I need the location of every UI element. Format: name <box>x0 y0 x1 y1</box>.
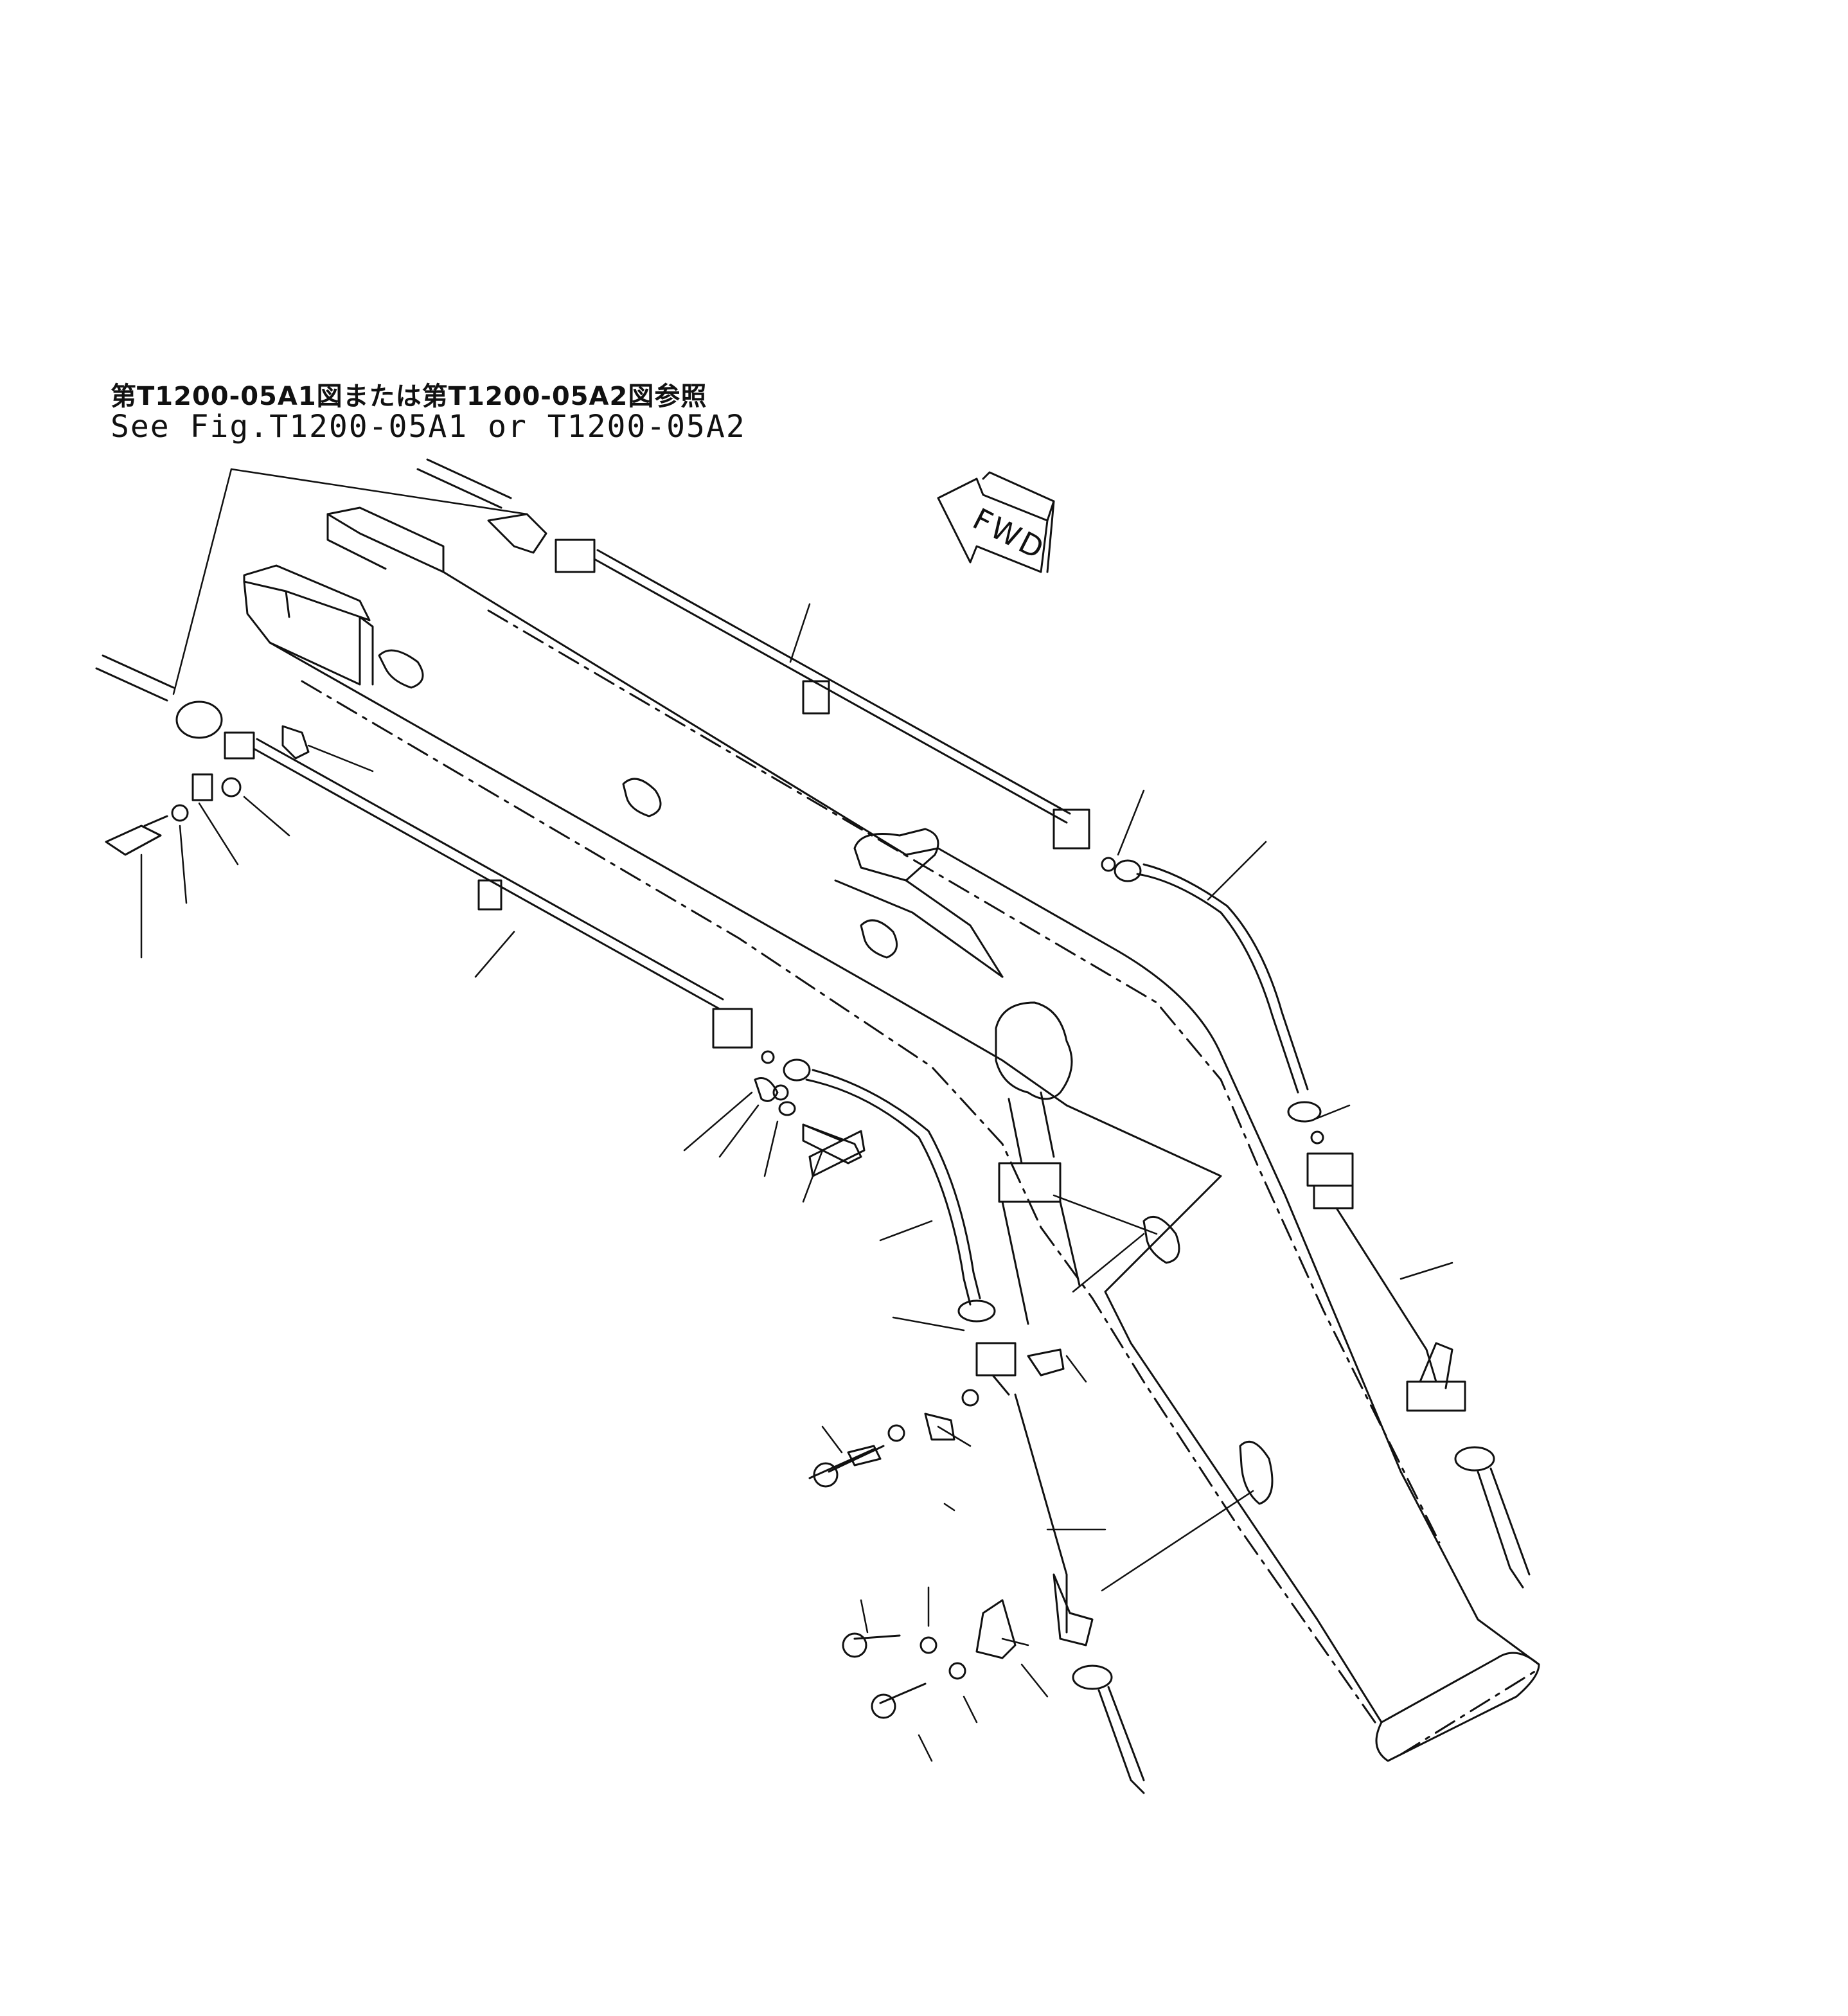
lower-hydraulic-line <box>96 656 1144 1793</box>
cross-reference-english: See Fig.T1200-05A1 or T1200-05A2 <box>111 409 746 445</box>
fwd-arrow-icon <box>938 472 1054 572</box>
cross-reference-note: 第T1200-05A1図または第T1200-05A2図参照 See Fig.T1… <box>111 382 746 445</box>
boom-body <box>244 508 1539 1761</box>
cross-reference-japanese: 第T1200-05A1図または第T1200-05A2図参照 <box>111 382 707 411</box>
fastener-group <box>106 774 965 1718</box>
boom-cylinder <box>996 1003 1079 1324</box>
leader-lines <box>141 469 1452 1761</box>
upper-hydraulic-line <box>418 459 1529 1587</box>
